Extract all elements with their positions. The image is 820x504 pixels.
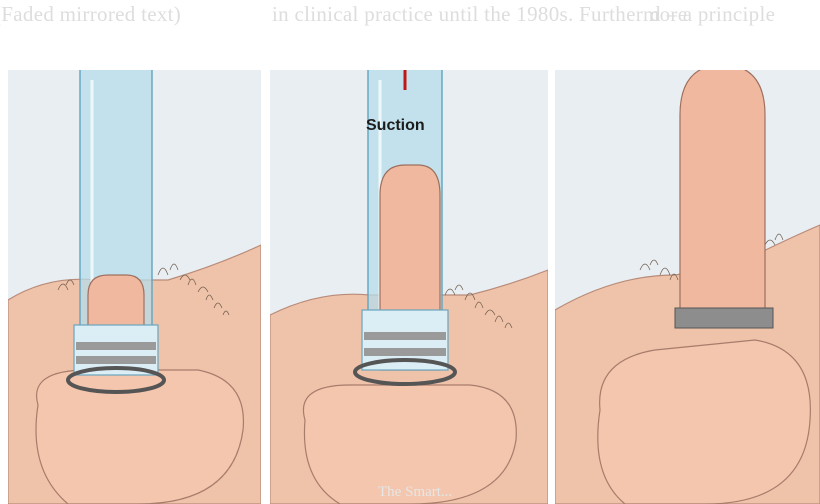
suction-label: Suction xyxy=(366,117,425,135)
penis-erect xyxy=(680,70,765,320)
bleed-text-left: (Faded mirrored text) xyxy=(0,2,181,27)
panel-1-device-applied xyxy=(8,70,261,504)
show-through-text-bottom: The Smart... xyxy=(0,478,820,504)
constriction-ring-3 xyxy=(675,308,773,328)
panel-2-illustration xyxy=(270,70,548,504)
panel-3-ring-retained xyxy=(555,70,820,504)
panel-1-illustration xyxy=(8,70,261,504)
bleed-text-bottom: The Smart... xyxy=(378,484,452,501)
bleed-text-right: d – a principle xyxy=(650,2,775,27)
panel-3-illustration xyxy=(555,70,820,504)
show-through-text-top: (Faded mirrored text) in clinical practi… xyxy=(0,0,820,60)
panel-2-suction-applied xyxy=(270,70,548,504)
bleed-text-middle: in clinical practice until the 1980s. Fu… xyxy=(272,2,687,27)
